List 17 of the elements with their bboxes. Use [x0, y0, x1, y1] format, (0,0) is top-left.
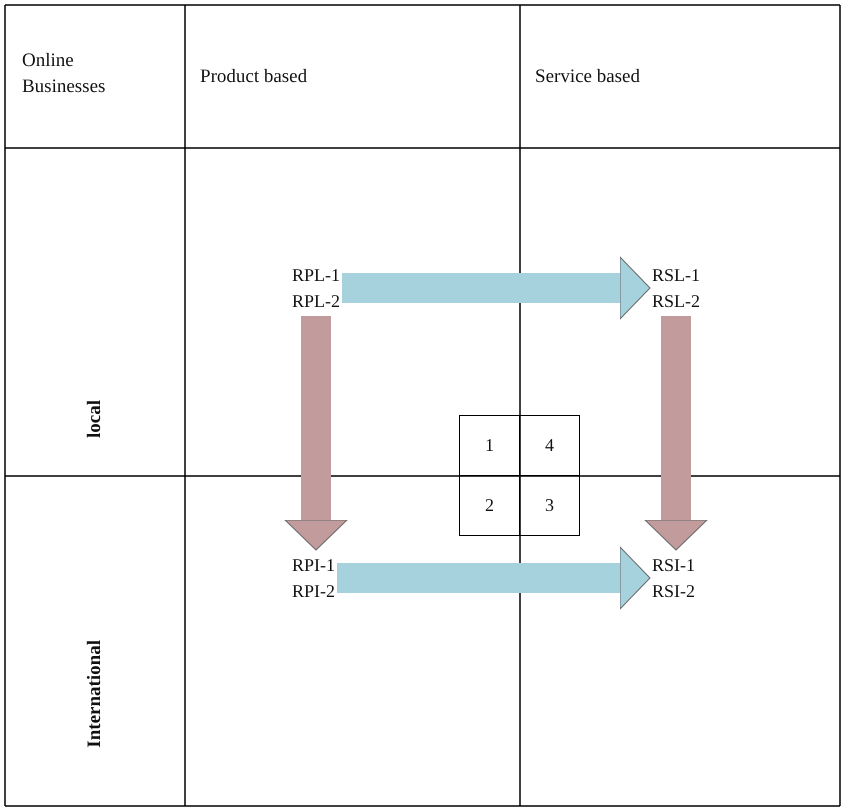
- column-header: Service based: [535, 65, 640, 89]
- block-arrow: [284, 316, 348, 550]
- code-list: RSI-1 RSI-2: [652, 552, 696, 604]
- block-arrow: [644, 316, 708, 550]
- code-list: RPI-1 RPI-2: [292, 552, 336, 604]
- code-list: RSL-1 RSL-2: [652, 262, 700, 314]
- matrix-cell: 1: [459, 415, 520, 476]
- block-arrow: [337, 546, 650, 610]
- block-arrow: [342, 256, 650, 320]
- row-header: local: [83, 400, 106, 438]
- row-header: International: [83, 640, 106, 748]
- code-list: RPL-1 RPL-2: [292, 262, 340, 314]
- column-header: Online Businesses: [22, 49, 106, 99]
- matrix-cell: 2: [459, 475, 520, 536]
- column-header: Product based: [200, 65, 308, 89]
- matrix-cell: 3: [519, 475, 580, 536]
- matrix-cell: 4: [519, 415, 580, 476]
